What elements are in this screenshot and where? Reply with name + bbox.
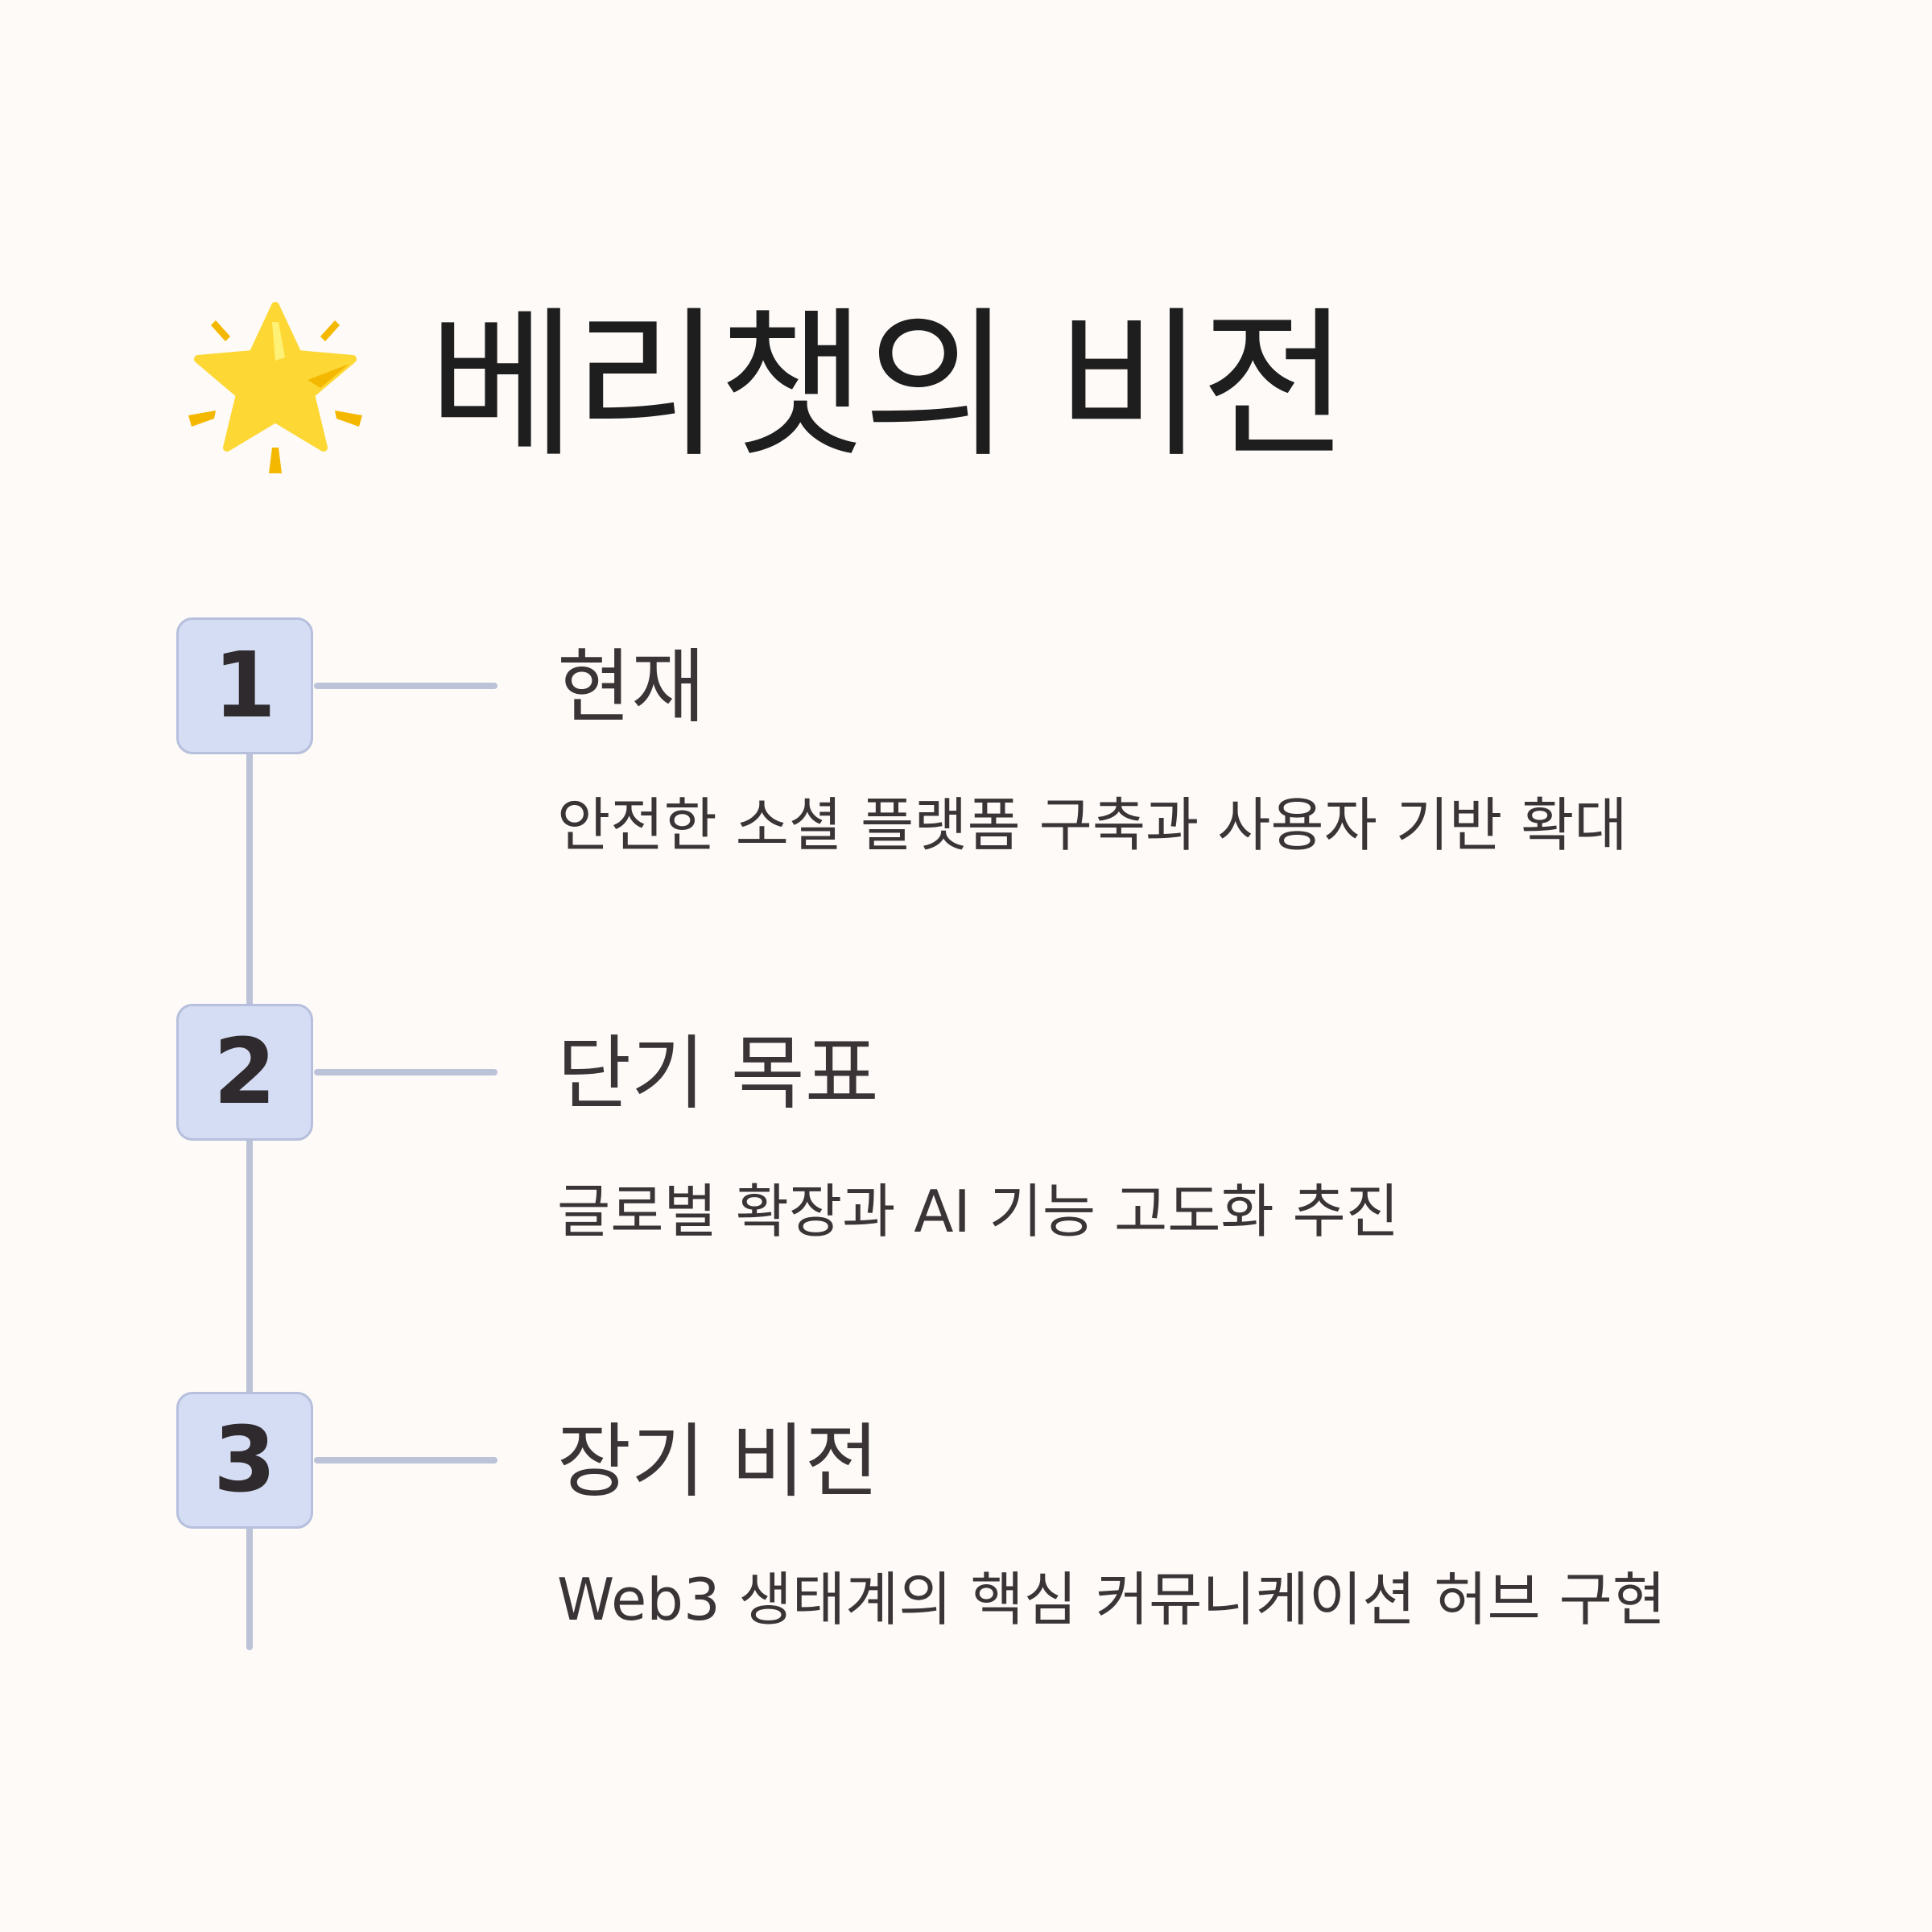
step-badge-2: 2 — [176, 1004, 313, 1141]
step-title-1: 현재 — [557, 640, 705, 734]
step-description-2: 글로벌 확장과 AI 기능 고도화 추진 — [557, 1178, 1400, 1245]
step-badge-1: 1 — [176, 617, 313, 754]
star-icon — [188, 302, 362, 473]
timeline-vertical-line — [246, 724, 253, 1650]
step-description-3: Web3 생태계의 핵심 커뮤니케이션 허브 구현 — [557, 1566, 1666, 1633]
connector-line-3 — [314, 1457, 497, 1463]
step-title-3: 장기 비전 — [557, 1414, 879, 1509]
page-title: 베리챗의 비전 — [428, 292, 1349, 480]
title-row: 베리챗의 비전 — [179, 282, 1349, 491]
connector-line-1 — [314, 683, 497, 689]
step-title-2: 단기 목표 — [557, 1026, 879, 1121]
step-description-1: 안전한 소셜 플랫폼 구축과 사용자 기반 확대 — [557, 791, 1628, 859]
connector-line-2 — [314, 1069, 497, 1075]
step-badge-3: 3 — [176, 1392, 313, 1529]
